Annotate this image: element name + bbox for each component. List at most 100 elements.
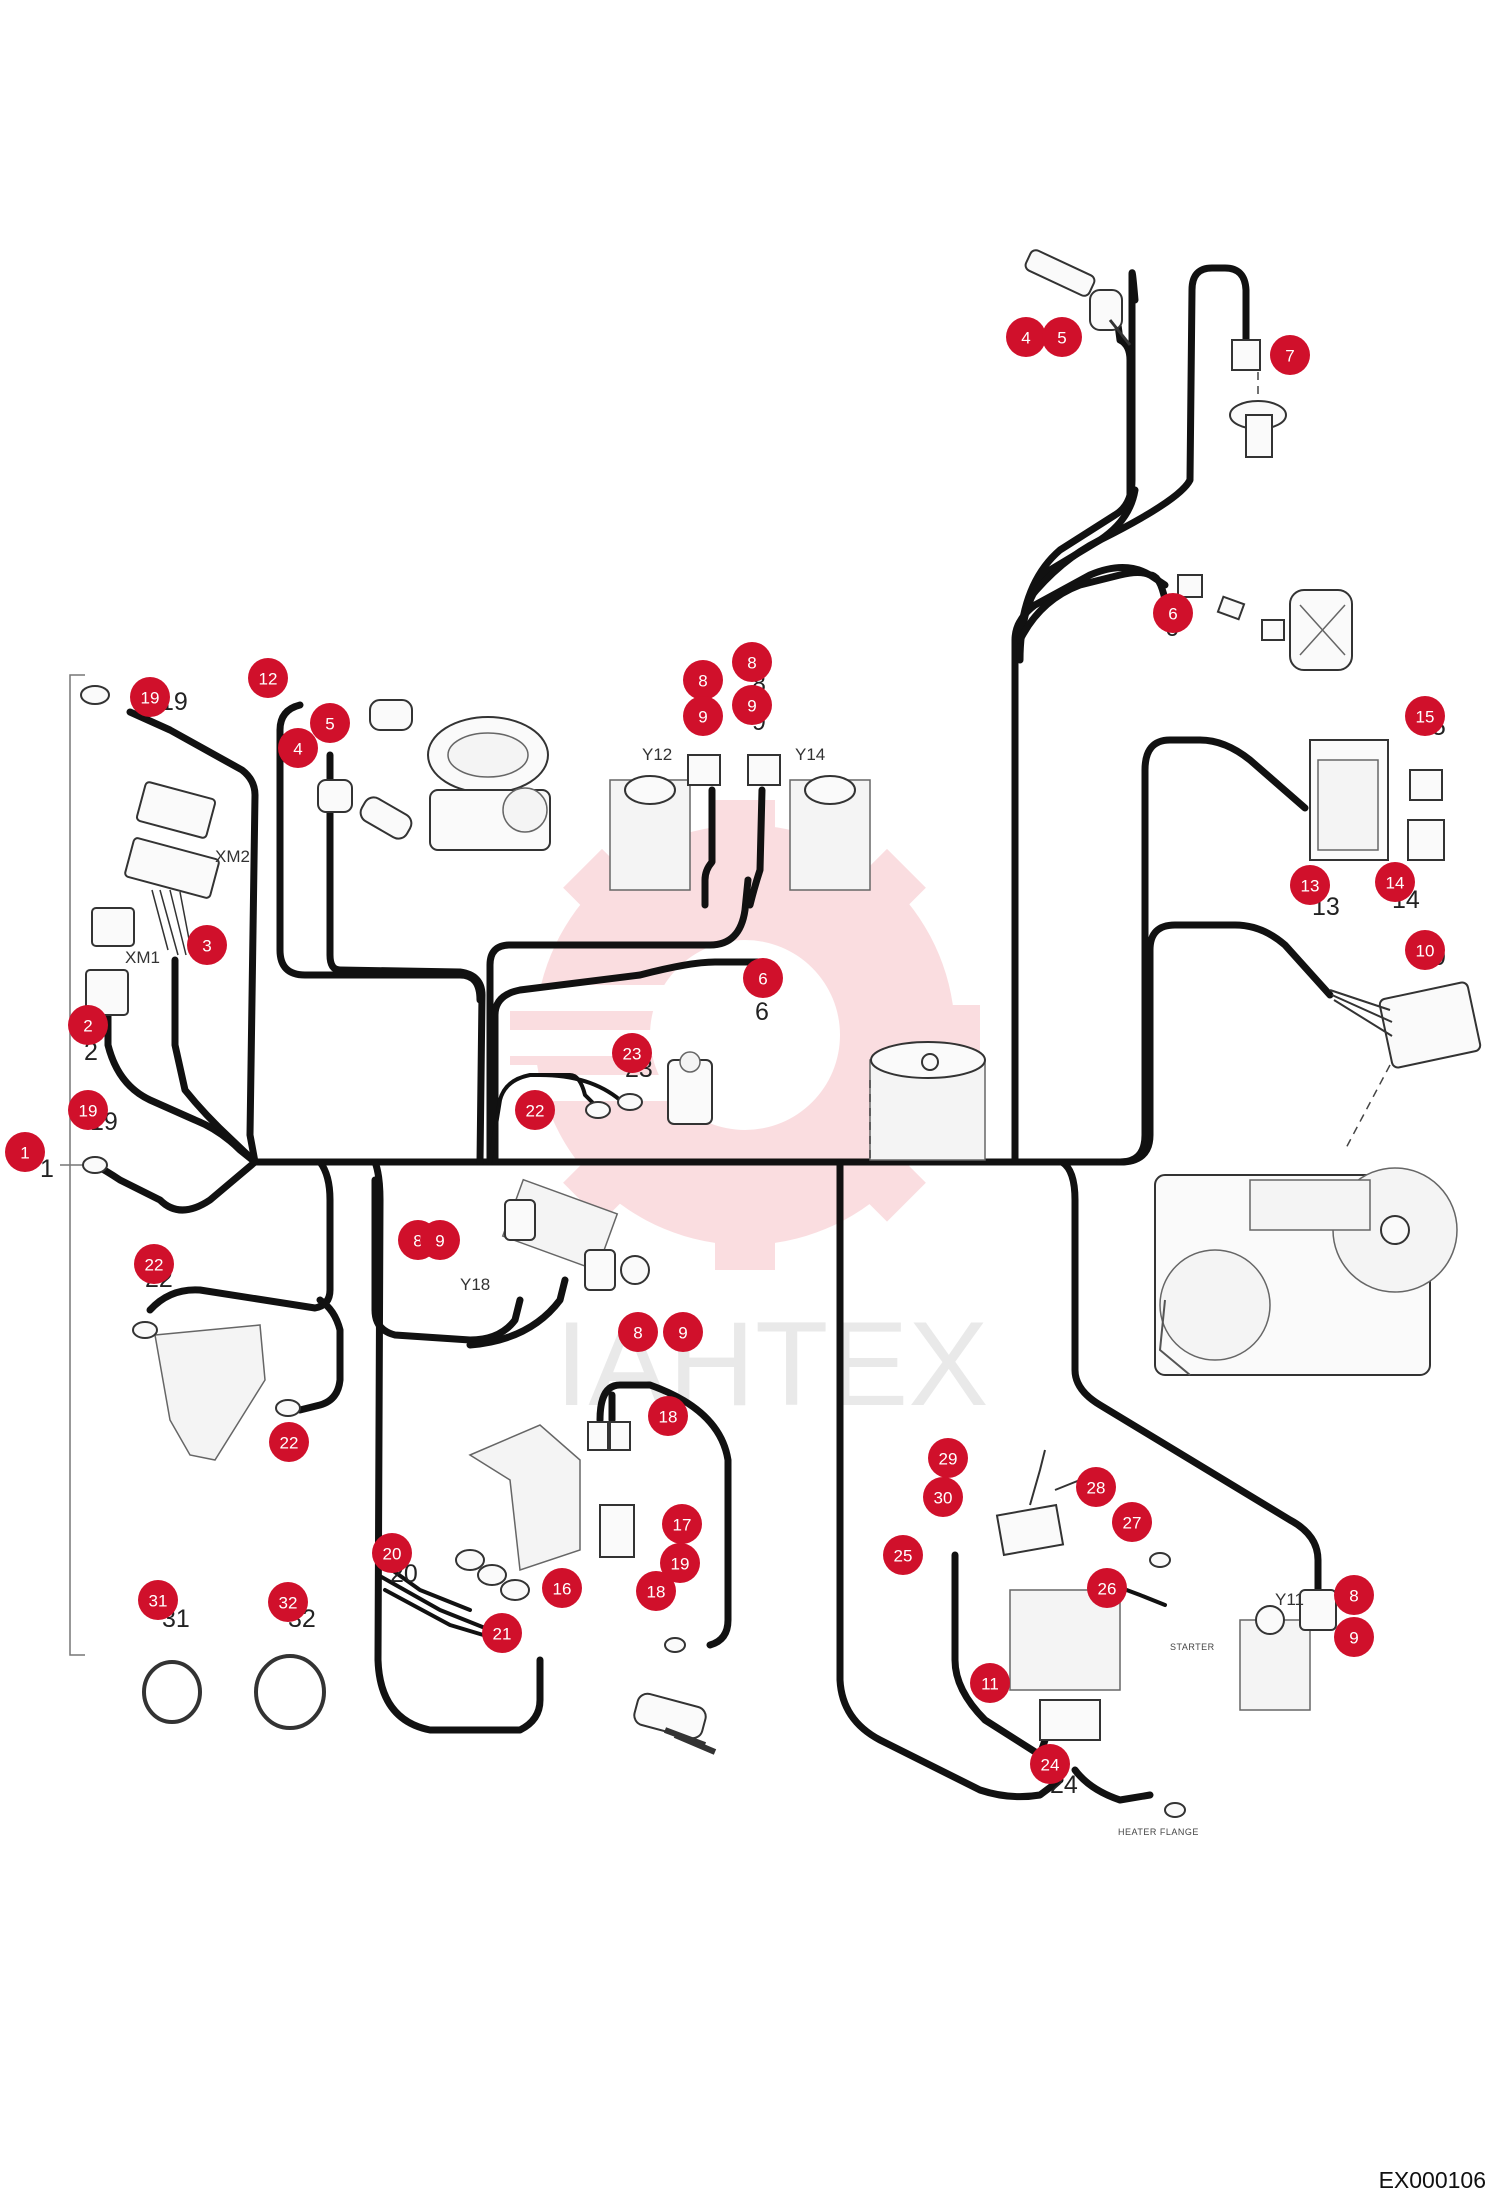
callout-label: 17 [673,1516,692,1535]
starter-terminal [1149,1552,1171,1568]
callout-label: 5 [325,715,334,734]
callout-label: 9 [435,1232,444,1251]
callout-label: 2 [83,1017,92,1036]
callout-18: 18 [648,1396,688,1436]
label-starter: STARTER [1170,1642,1215,1652]
callout-24: 24 [1030,1744,1070,1784]
ring-terminal-19-bottom [82,1156,108,1174]
callout-label: 12 [259,670,278,689]
callout-4: 4 [278,728,318,768]
callout-marker [187,925,227,965]
label-xm1: XM1 [125,948,160,967]
callout-marker [1087,1568,1127,1608]
callout-marker [1290,865,1330,905]
callout-31: 31 [138,1580,178,1620]
clamp-32 [254,1654,326,1730]
callout-10: 10 [1405,930,1445,970]
callout-label: 19 [671,1555,690,1574]
callout-label: 22 [145,1256,164,1275]
callout-label: 5 [1057,329,1066,348]
callout-marker [1334,1617,1374,1657]
callout-17: 17 [662,1504,702,1544]
callout-label: 9 [698,708,707,727]
callout-label: 3 [202,937,211,956]
callout-label: 15 [1416,708,1435,727]
callout-marker [683,696,723,736]
label-y18: Y18 [460,1275,490,1294]
callout-marker [310,703,350,743]
printed-number: 2 [84,1038,98,1066]
callout-label: 8 [633,1324,642,1343]
watermark-text: IAHTEX [555,1297,988,1431]
connectors-xm1-xm2 [85,781,220,1016]
callout-14: 14 [1375,862,1415,902]
callout-18: 18 [636,1571,676,1611]
callout-21: 21 [482,1613,522,1653]
callout-19: 19 [660,1543,700,1583]
callout-label: 28 [1087,1479,1106,1498]
callout-label: 8 [747,654,756,673]
callout-marker [542,1568,582,1608]
label-heater-flange: HEATER FLANGE [1118,1827,1199,1837]
callout-5: 5 [310,703,350,743]
callout-marker [515,1090,555,1130]
callout-marker [1405,930,1445,970]
callout-marker [1030,1744,1070,1784]
callout-marker [1112,1502,1152,1542]
callout-26: 26 [1087,1568,1127,1608]
valve-block-y12-y14 [609,754,871,891]
callout-9: 9 [663,1312,703,1352]
callout-label: 27 [1123,1514,1142,1533]
fuse-bracket [468,1421,635,1572]
label-xm2: XM2 [215,847,250,866]
callout-8: 8 [1334,1575,1374,1615]
callout-label: 16 [553,1580,572,1599]
callout-marker [743,958,783,998]
callout-label: 20 [383,1545,402,1564]
callout-9: 9 [1334,1617,1374,1657]
engine-connector [1329,981,1482,1151]
callout-label: 26 [1098,1580,1117,1599]
callout-label: 31 [149,1592,168,1611]
callout-marker [68,1090,108,1130]
callout-label: 29 [939,1450,958,1469]
callout-label: 18 [659,1408,678,1427]
callout-marker [928,1438,968,1478]
callout-32: 32 [268,1582,308,1622]
ring-terminal-19-top [80,685,110,705]
horn [1177,574,1353,671]
callout-8: 8 [732,642,772,682]
callout-marker [618,1312,658,1352]
callout-label: 11 [981,1675,999,1694]
ground-bracket [132,1321,301,1461]
callout-9: 9 [683,696,723,736]
valve-y11 [1239,1589,1337,1711]
callout-label: 4 [1021,329,1030,348]
callout-label: 9 [1349,1629,1358,1648]
label-y14: Y14 [795,745,825,764]
callout-11: 11 [970,1663,1010,1703]
callout-marker [1270,335,1310,375]
callout-1: 1 [5,1132,45,1172]
callout-label: 6 [1168,605,1177,624]
callout-label: 9 [678,1324,687,1343]
callout-label: 8 [698,672,707,691]
callout-marker [1375,862,1415,902]
callout-22: 22 [515,1090,555,1130]
label-y11: Y11 [1275,1590,1304,1609]
callout-27: 27 [1112,1502,1152,1542]
callout-marker [612,1033,652,1073]
callout-label: 19 [141,689,160,708]
accumulator [869,1041,986,1161]
callout-marker [68,1005,108,1045]
fuel-solenoid [585,1051,713,1125]
callout-29: 29 [928,1438,968,1478]
callout-marker [883,1535,923,1575]
callout-marker [732,685,772,725]
callout-marker [732,642,772,682]
callout-marker [134,1244,174,1284]
callout-label: 6 [758,970,767,989]
callout-marker [1006,317,1046,357]
callout-marker [482,1613,522,1653]
